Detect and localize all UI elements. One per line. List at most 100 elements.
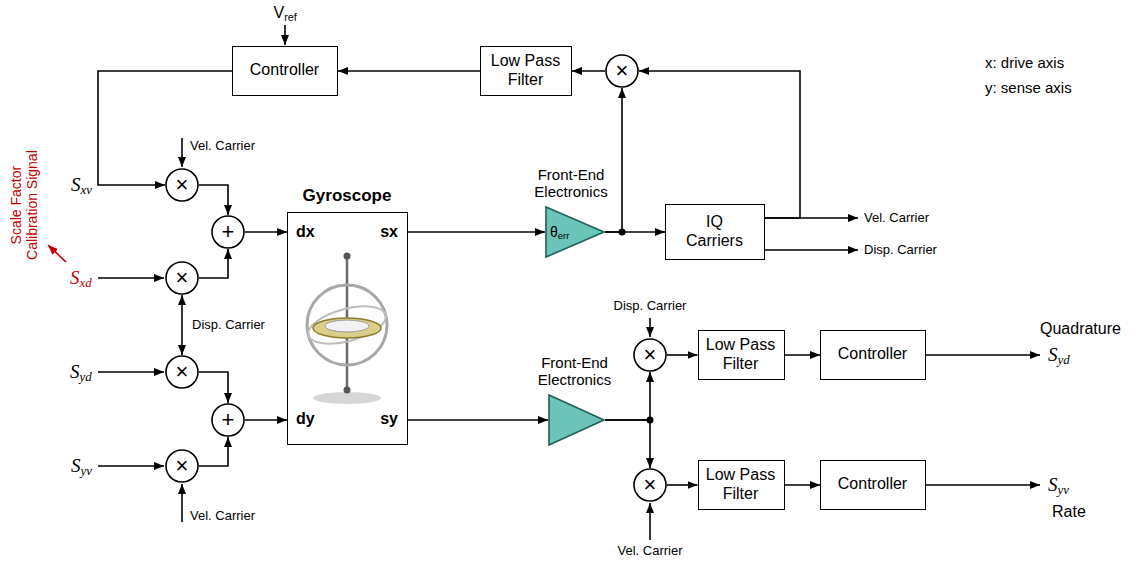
signal-connector	[181, 295, 183, 355]
operator-symbol: +	[222, 219, 235, 244]
signal-arrow	[181, 138, 183, 167]
filter-box: Low Pass Filter	[698, 330, 785, 380]
signal-connector	[199, 249, 228, 278]
signal-name: Sxv	[71, 174, 92, 196]
port-label: dx	[296, 223, 315, 241]
block-label: Controller	[838, 345, 907, 363]
carrier-generator-box: IQ Carriers	[665, 204, 765, 260]
legend-note: x: drive axis	[985, 54, 1064, 71]
operator-symbol: ×	[176, 265, 189, 290]
callout-note: Scale Factor Calibration Signal	[8, 140, 40, 270]
amplifier-triangle: Front-End Electronics	[548, 394, 605, 446]
gyroscope-illustration	[304, 253, 390, 405]
triangle-shape	[546, 207, 604, 257]
carrier-label: Disp. Carrier	[864, 243, 937, 258]
axis-knob	[344, 387, 351, 394]
signal-connector	[98, 71, 232, 185]
port-label: dy	[296, 410, 315, 428]
legend-note: y: sense axis	[985, 79, 1072, 96]
circle-shape	[166, 450, 198, 482]
signal-connector	[605, 420, 650, 468]
callout-arrow	[48, 245, 66, 262]
multiplier-circle: ×	[165, 261, 199, 295]
signal-connector	[199, 437, 228, 466]
signal-name: Sxd	[70, 267, 92, 289]
gain-label: θerr	[550, 224, 569, 240]
controller-box: Controller	[820, 330, 926, 380]
carrier-label: Vel. Carrier	[618, 544, 683, 559]
controller-box: Controller	[232, 46, 338, 96]
signal-connector	[605, 372, 650, 420]
multiplier-circle: ×	[633, 338, 667, 372]
signal-arrow	[649, 318, 651, 337]
operator-symbol: ×	[176, 172, 189, 197]
multiplier-circle: ×	[165, 168, 199, 202]
signal-name: Syd	[70, 361, 92, 383]
gimbal-ring	[307, 285, 387, 365]
circle-shape	[212, 216, 244, 248]
signal-arrow	[284, 25, 286, 45]
signal-connector	[785, 484, 821, 486]
output-name: Rate	[1052, 503, 1086, 521]
rotor-hub	[325, 320, 369, 332]
signal-arrow	[649, 503, 651, 540]
signal-arrow	[926, 354, 1040, 356]
rotor-disc	[313, 318, 381, 338]
carrier-label: Vel. Carrier	[864, 211, 929, 226]
signal-connector	[408, 419, 548, 421]
gimbal-ring	[304, 299, 390, 351]
block-label: IQ Carriers	[679, 213, 751, 250]
carrier-label: Vel. Carrier	[190, 509, 255, 524]
operator-symbol: ×	[176, 453, 189, 478]
filter-box: Low Pass Filter	[480, 46, 572, 96]
circle-shape	[166, 356, 198, 388]
port-label: sx	[380, 223, 398, 241]
carrier-label: Disp. Carrier	[190, 318, 267, 333]
reference-signal: Vref	[274, 4, 297, 22]
operator-symbol: ×	[644, 342, 657, 367]
circle-shape	[166, 262, 198, 294]
signal-arrow	[98, 371, 164, 373]
signal-connector	[785, 354, 821, 356]
multiplier-circle: ×	[605, 54, 639, 88]
block-title: Front-End Electronics	[532, 354, 618, 389]
signal-arrow	[98, 277, 164, 279]
signal-connector	[639, 71, 800, 218]
circle-shape	[212, 404, 244, 436]
multiplier-circle: ×	[633, 468, 667, 502]
signal-arrow	[765, 249, 858, 251]
multiplier-circle: ×	[165, 449, 199, 483]
signal-connector	[572, 70, 605, 72]
circle-shape	[634, 339, 666, 371]
block-title: Front-End Electronics	[528, 166, 614, 201]
block-title: Gyroscope	[303, 186, 392, 206]
port-label: sy	[380, 410, 398, 428]
signal-name: Syd	[1048, 344, 1070, 366]
signal-connector	[605, 88, 622, 232]
operator-symbol: ×	[616, 58, 629, 83]
controller-box: Controller	[820, 460, 926, 510]
block-label: Controller	[250, 61, 319, 79]
circle-shape	[634, 469, 666, 501]
axis-knob	[344, 253, 351, 260]
output-name: Quadrature	[1040, 320, 1121, 338]
signal-connector	[199, 372, 228, 403]
triangle-outline	[548, 394, 605, 446]
carrier-label: Vel. Carrier	[190, 139, 255, 154]
summer-circle: +	[211, 215, 245, 249]
summer-circle: +	[211, 403, 245, 437]
amplifier-triangle: Front-End Electronicsθerr	[545, 206, 605, 258]
gyroscope-box: Gyroscopedxsxdysy	[287, 212, 408, 445]
shadow	[313, 392, 381, 404]
triangle-shape	[549, 395, 604, 445]
signal-connector	[199, 185, 228, 215]
signal-connector	[245, 231, 287, 233]
signal-connector	[667, 354, 698, 356]
block-label: Low Pass Filter	[490, 52, 562, 89]
signal-name: Syv	[71, 455, 92, 477]
signal-arrow	[926, 484, 1040, 486]
carrier-label: Disp. Carrier	[614, 299, 687, 314]
operator-symbol: ×	[644, 472, 657, 497]
block-label: Low Pass Filter	[705, 466, 777, 503]
